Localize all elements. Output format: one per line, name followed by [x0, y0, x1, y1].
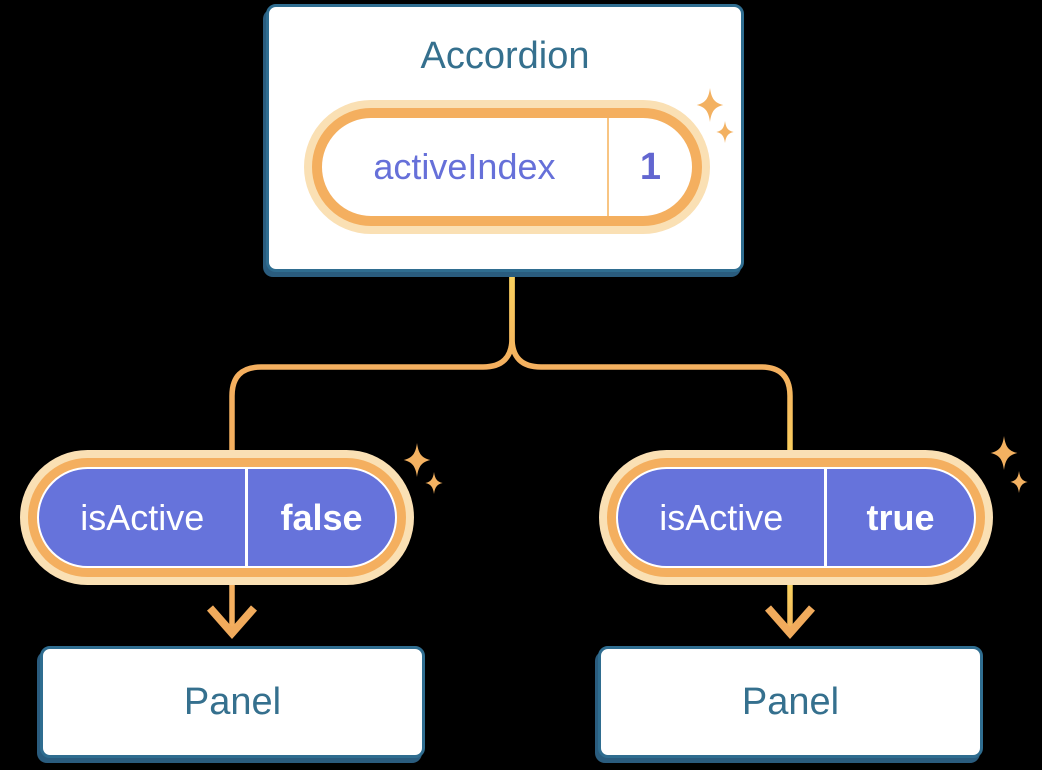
arrowhead-down-left-icon [206, 605, 258, 640]
panel-label: Panel [183, 680, 282, 723]
pill-divider [245, 469, 248, 566]
sparkle-icon [403, 443, 431, 477]
panel-node-right: Panel [598, 646, 983, 758]
prop-value-label: true [866, 496, 935, 538]
prop-pill-isactive-true: isActive true [616, 467, 976, 568]
sparkle-icon [425, 472, 443, 494]
panel-label: Panel [741, 680, 840, 723]
pill-divider [824, 469, 827, 566]
prop-pill-isactive-false: isActive false [37, 467, 397, 568]
sparkle-icon [696, 88, 724, 122]
prop-name-label: isActive [80, 496, 205, 538]
sparkle-icon [1010, 471, 1028, 493]
prop-name-label: isActive [659, 496, 784, 538]
panel-node-left: Panel [40, 646, 425, 758]
flow-line-left [229, 272, 515, 633]
flow-line-right [509, 272, 793, 633]
prop-value-label: false [280, 496, 363, 538]
accordion-title: Accordion [420, 35, 590, 77]
state-value-label: 1 [639, 145, 662, 188]
sparkle-icon [716, 121, 734, 143]
arrowhead-down-right-icon [764, 605, 816, 640]
pill-divider [606, 118, 609, 216]
sparkle-icon [990, 436, 1018, 470]
state-name-label: activeIndex [373, 146, 556, 187]
state-pill-activeindex: activeIndex 1 [312, 108, 702, 226]
